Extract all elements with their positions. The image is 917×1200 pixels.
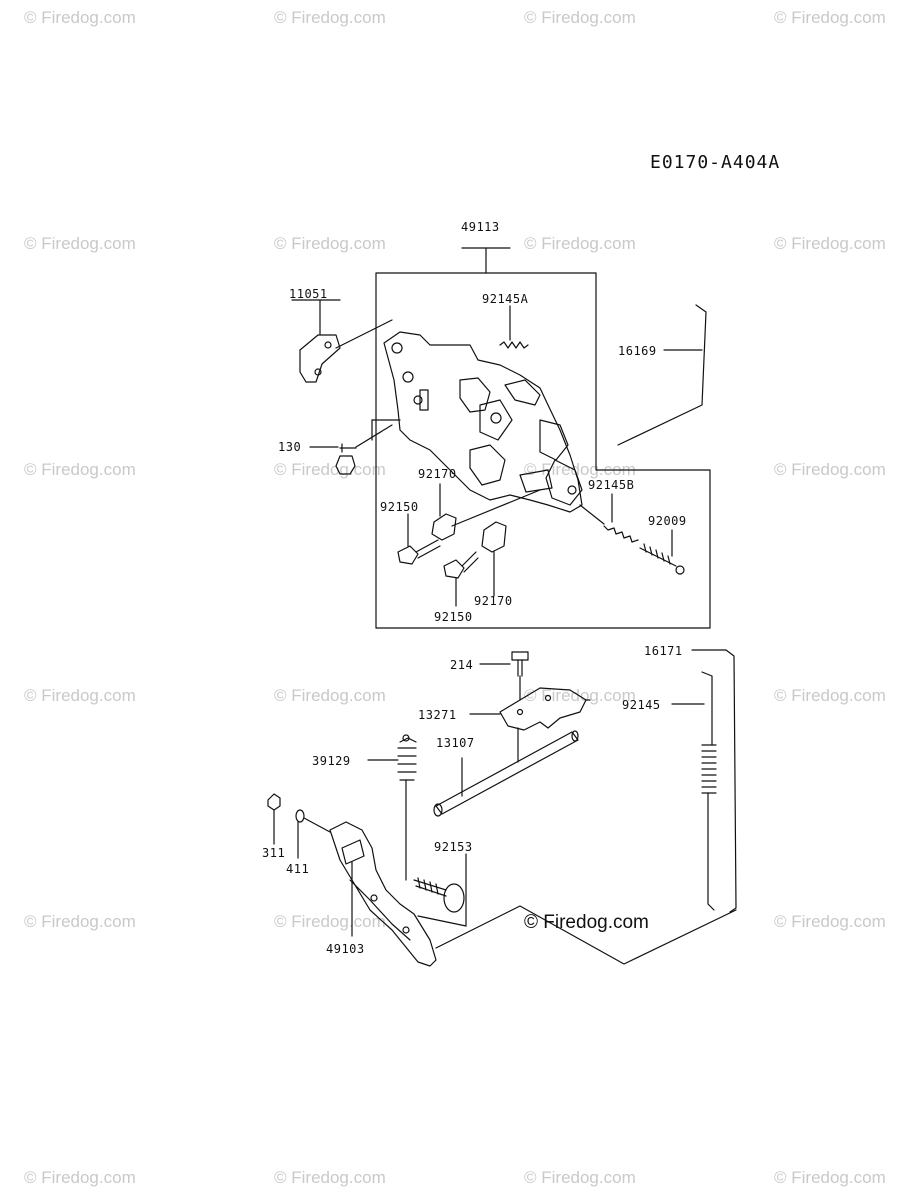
screw-214 [479,651,529,701]
clip-92170-upper [431,483,541,541]
watermark-text: © Firedog.com [24,8,136,27]
watermark-text: © Firedog.com [274,8,386,27]
part-label-214: 214 [450,658,474,672]
diagram-code: E0170-A404A [650,152,781,173]
part-label-130: 130 [278,440,302,454]
watermark-text: © Firedog.com [524,460,636,479]
part-label-92170-upper: 92170 [418,467,457,481]
bolt-92153 [413,853,467,927]
part-label-13107: 13107 [436,736,475,750]
part-label-92009: 92009 [648,514,687,528]
clip-92170-lower [481,521,507,597]
watermark-text: © Firedog.com [274,234,386,253]
screw-92009 [639,529,685,575]
control-bracket-box [375,247,711,629]
part-label-92150-lower: 92150 [434,610,473,624]
watermark-text: © Firedog.com [774,1168,886,1187]
assembly-leader-lines [435,905,737,965]
part-label-16169: 16169 [618,344,657,358]
spring-92145b [579,493,639,543]
watermark-text: © Firedog.com [24,234,136,253]
part-label-16171: 16171 [644,644,683,658]
spring-39129 [367,734,417,881]
lever-49103 [329,821,437,967]
part-label-49113: 49113 [461,220,500,234]
watermark-text: © Firedog.com [524,8,636,27]
shaft-13107 [433,727,579,817]
watermark-text: © Firedog.com [274,1168,386,1187]
watermark-text: © Firedog.com [524,234,636,253]
watermark-text: © Firedog.com [24,1168,136,1187]
watermark-text: © Firedog.com [774,234,886,253]
part-label-39129: 39129 [312,754,351,768]
control-plate-49113 [371,331,583,513]
bracket-11051 [291,299,393,383]
screw-92150-upper [397,513,441,565]
rod-16171 [691,649,737,913]
part-label-92153: 92153 [434,840,473,854]
part-label-411: 411 [286,862,310,876]
screw-92150-lower [443,551,479,607]
watermark-text: © Firedog.com [774,912,886,931]
bolt-130 [309,424,393,475]
watermark-text: © Firedog.com [774,460,886,479]
watermark-text: © Firedog.com [274,460,386,479]
watermark-text: © Firedog.com [774,8,886,27]
watermark-text: © Firedog.com [24,460,136,479]
watermark-text: © Firedog.com [274,686,386,705]
part-label-92145b: 92145B [588,478,635,492]
part-label-92145a: 92145A [482,292,529,306]
plate-13271 [469,687,591,731]
washer-411 [295,809,331,859]
center-watermark: © Firedog.com [524,912,649,933]
part-label-311: 311 [262,846,286,860]
watermark-text: © Firedog.com [774,686,886,705]
part-label-13271: 13271 [418,708,457,722]
watermark-text: © Firedog.com [274,912,386,931]
rod-16169 [617,304,707,446]
part-label-92150-upper: 92150 [380,500,419,514]
watermark-text: © Firedog.com [24,686,136,705]
part-label-49103: 49103 [326,942,365,956]
part-label-92145: 92145 [622,698,661,712]
part-label-92170-lower: 92170 [474,594,513,608]
nut-311 [267,793,281,845]
watermark-text: © Firedog.com [524,1168,636,1187]
spring-92145a [499,305,529,349]
part-label-11051: 11051 [289,287,328,301]
watermark-text: © Firedog.com [24,912,136,931]
spring-92145 [671,671,717,911]
